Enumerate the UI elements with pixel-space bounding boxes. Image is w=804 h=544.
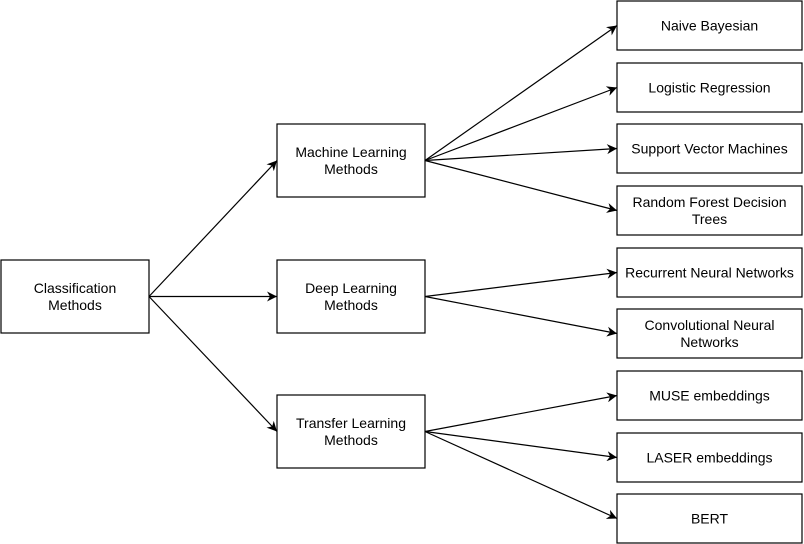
node-cnn-box bbox=[616, 308, 803, 359]
node-rnn-label-line: Recurrent Neural Networks bbox=[625, 265, 794, 281]
node-naive-bayesian-label-line: Naive Bayesian bbox=[661, 18, 758, 34]
node-muse-box bbox=[616, 370, 803, 421]
node-tl-label-line: Transfer Learning bbox=[296, 415, 406, 431]
node-bert: BERT bbox=[616, 493, 803, 544]
edge-tl-to-laser bbox=[424, 430, 618, 462]
node-tl-box bbox=[276, 394, 426, 469]
node-classification-box bbox=[0, 259, 150, 334]
edge-classification-to-ml bbox=[148, 160, 278, 297]
node-cnn-label-line: Convolutional Neural bbox=[645, 317, 775, 333]
node-bert-label-line: BERT bbox=[691, 511, 729, 527]
node-random-forest-label-line: Trees bbox=[692, 211, 727, 227]
edge-tl-to-bert bbox=[424, 430, 618, 520]
node-svm-label-line: Support Vector Machines bbox=[631, 141, 787, 157]
edge-ml-to-naive-bayesian bbox=[424, 25, 618, 161]
node-svm-box bbox=[616, 123, 803, 174]
node-logistic-regression: Logistic Regression bbox=[616, 62, 803, 113]
node-ml-label-line: Methods bbox=[324, 161, 378, 177]
edge-dl-to-cnn bbox=[424, 295, 618, 337]
node-logistic-regression-box bbox=[616, 62, 803, 113]
node-dl-label-line: Methods bbox=[324, 297, 378, 313]
node-naive-bayesian: Naive Bayesian bbox=[616, 0, 803, 51]
node-classification-label-line: Classification bbox=[34, 280, 116, 296]
edges-layer bbox=[148, 25, 618, 520]
edge-ml-to-svm bbox=[424, 144, 618, 162]
node-random-forest-label-line: Random Forest Decision bbox=[632, 194, 786, 210]
node-laser-label-line: LASER embeddings bbox=[646, 450, 772, 466]
node-logistic-regression-label-line: Logistic Regression bbox=[648, 80, 770, 96]
node-muse: MUSE embeddings bbox=[616, 370, 803, 421]
node-classification-label-line: Methods bbox=[48, 297, 102, 313]
node-rnn: Recurrent Neural Networks bbox=[616, 247, 803, 298]
edge-ml-to-random-forest bbox=[424, 159, 618, 213]
node-bert-box bbox=[616, 493, 803, 544]
edge-tl-to-muse bbox=[424, 392, 618, 433]
node-ml-label-line: Machine Learning bbox=[295, 144, 406, 160]
node-laser: LASER embeddings bbox=[616, 432, 803, 483]
node-rnn-box bbox=[616, 247, 803, 298]
edge-dl-to-rnn bbox=[424, 268, 618, 298]
node-naive-bayesian-box bbox=[616, 0, 803, 51]
edge-classification-to-tl bbox=[148, 296, 278, 432]
node-ml-box bbox=[276, 123, 426, 198]
node-cnn-label-line: Networks bbox=[680, 334, 738, 350]
node-laser-box bbox=[616, 432, 803, 483]
node-svm: Support Vector Machines bbox=[616, 123, 803, 174]
node-dl-label-line: Deep Learning bbox=[305, 280, 397, 296]
node-tl-label-line: Methods bbox=[324, 432, 378, 448]
edge-ml-to-logistic-regression bbox=[424, 86, 618, 162]
node-dl-box bbox=[276, 259, 426, 334]
node-random-forest-box bbox=[616, 185, 803, 236]
node-muse-label-line: MUSE embeddings bbox=[649, 388, 770, 404]
